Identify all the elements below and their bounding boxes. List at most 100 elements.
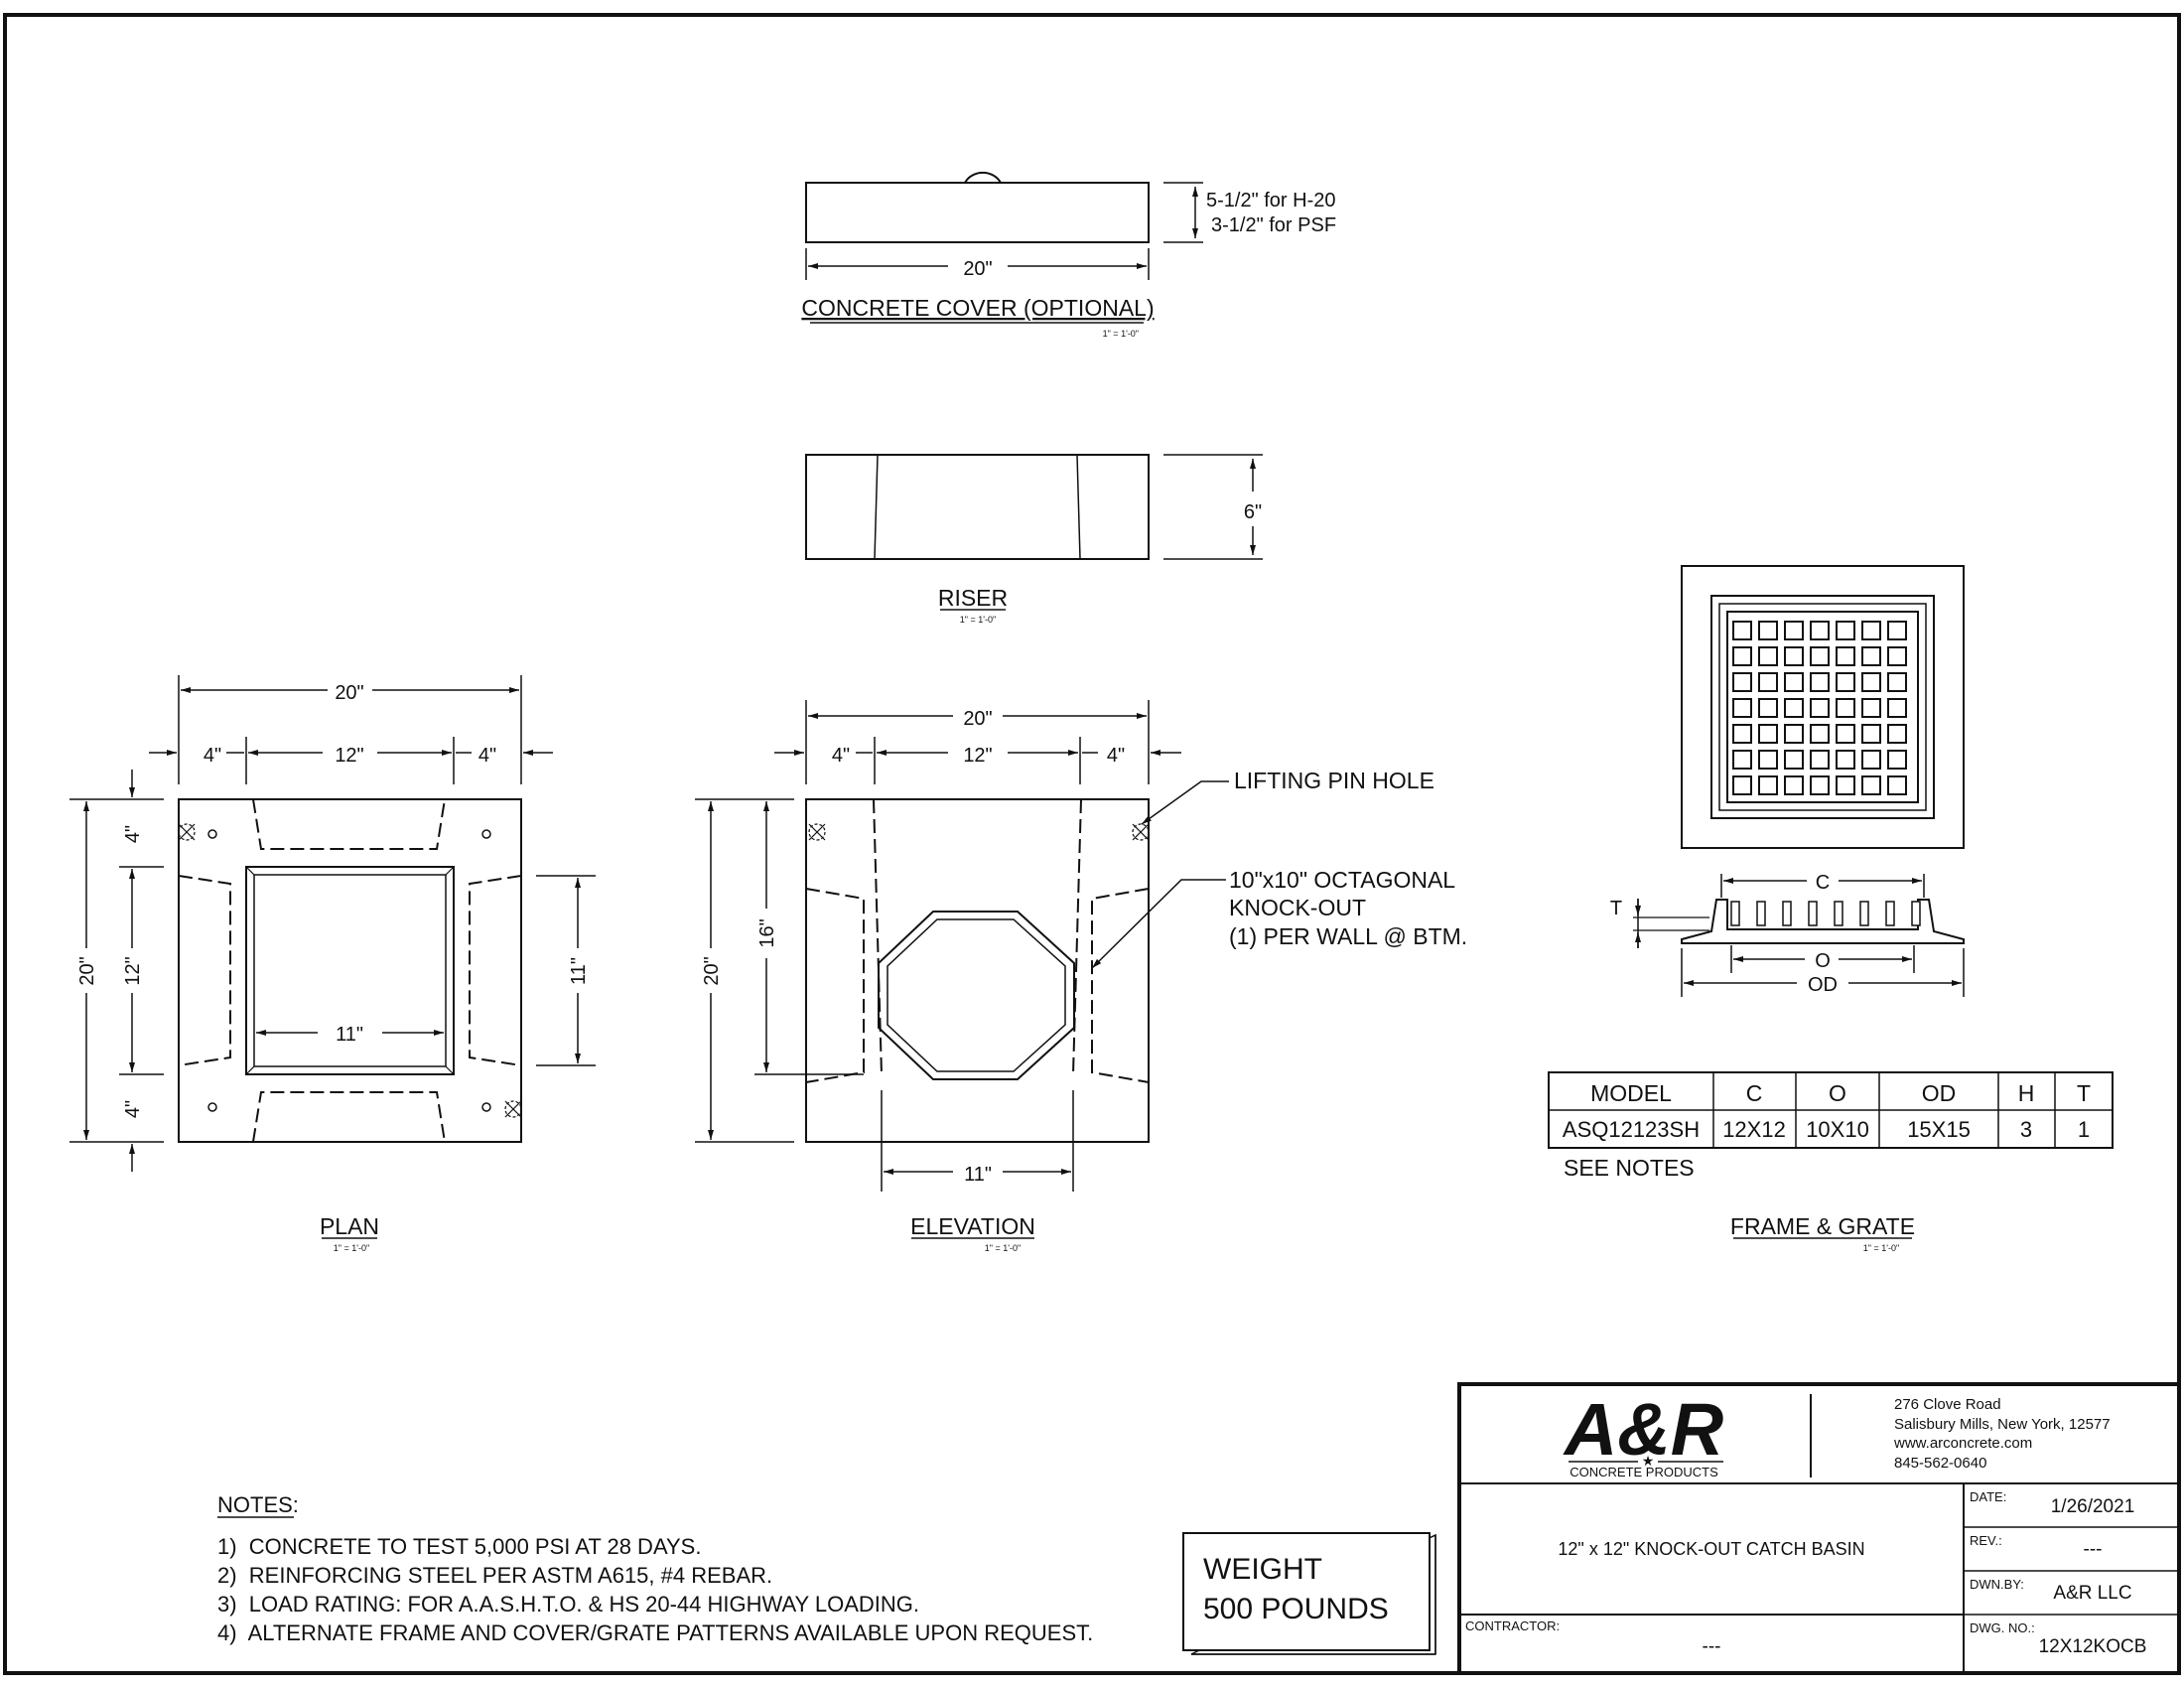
elevation-dim-overall-height: 20" [701,956,723,985]
company-phone: 845-562-0640 [1894,1455,1986,1472]
cover-thickness-note-2: 3-1/2" for PSF [1211,214,1336,236]
frame-grate-scale: 1" = 1'-0" [1863,1243,1899,1253]
note-4: 4) ALTERNATE FRAME AND COVER/GRATE PATTE… [217,1620,1093,1645]
grate-opening [1810,646,1830,666]
plan-dim-right-wall: 4" [478,745,496,767]
plan-dim-opening: 11" [336,1024,363,1046]
grate-opening [1887,750,1907,770]
callout-knockout-line1: 10"x10" OCTAGONAL [1229,867,1455,893]
rev-label: REV.: [1970,1533,2002,1548]
grate-bar [1782,901,1792,926]
grate-opening [1732,646,1752,666]
grate-opening [1810,621,1830,640]
grate-opening [1810,672,1830,692]
address-line-1: 276 Clove Road [1894,1396,2001,1413]
see-notes: SEE NOTES [1564,1155,1695,1181]
weight-line2: 500 POUNDS [1203,1593,1389,1625]
elevation-title: ELEVATION [910,1213,1035,1239]
grate-bar [1756,901,1766,926]
plan-dim-knockout-right: 11" [568,957,590,985]
table-cell-o: 10X10 [1806,1117,1869,1142]
table-cell-model: ASQ12123SH [1563,1117,1700,1142]
dwnby-value: A&R LLC [2053,1583,2131,1604]
dwgno-label: DWG. NO.: [1970,1620,2035,1635]
elevation-dim-inner-height: 16" [756,918,778,947]
callout-lifting-pin-hole: LIFTING PIN HOLE [1234,768,1434,793]
grate-opening [1887,646,1907,666]
plan-view: 20" 4" 12" 4" 20" 4" 12" 4" 11" [69,675,596,1253]
drawing-title: 12" x 12" KNOCK-OUT CATCH BASIN [1558,1539,1864,1559]
sheet-border [3,13,2181,1675]
plan-scale: 1" = 1'-0" [334,1243,369,1253]
table-header-od: OD [1922,1080,1957,1106]
grate-opening [1836,775,1855,795]
note-1: 1) CONCRETE TO TEST 5,000 PSI AT 28 DAYS… [217,1534,701,1559]
grate-opening [1861,775,1881,795]
plan-dim-center: 12" [335,745,363,767]
grate-opening [1887,621,1907,640]
frame-section [1681,899,1965,944]
grate-opening [1810,724,1830,744]
grate-opening [1861,724,1881,744]
frame-dim-o: O [1815,950,1831,972]
table-cell-t: 1 [2078,1117,2090,1142]
weight-line1: WEIGHT [1203,1553,1322,1586]
grate-opening [1887,698,1907,718]
title-block: A&R ★ CONCRETE PRODUCTS 276 Clove Road S… [1457,1382,2181,1675]
grate-opening [1784,646,1804,666]
table-header-c: C [1746,1080,1763,1106]
plan-title: PLAN [320,1213,379,1239]
dwgno-value: 12X12KOCB [2039,1636,2147,1657]
cover-lift-knob [964,171,1002,184]
grate-opening [1861,646,1881,666]
frame-grate-title: FRAME & GRATE [1730,1213,1915,1239]
frame-outer [1681,565,1965,849]
table-cell-h: 3 [2020,1117,2032,1142]
grate-bar [1885,901,1895,926]
table-header-o: O [1829,1080,1846,1106]
grate-bar [1911,901,1921,926]
rev-value: --- [2084,1539,2103,1560]
grate-opening [1732,698,1752,718]
note-2: 2) REINFORCING STEEL PER ASTM A615, #4 R… [217,1563,772,1588]
grate-opening [1758,750,1778,770]
cover-width-dim: 20" [963,258,992,280]
grate-opening [1784,672,1804,692]
grate-opening [1784,724,1804,744]
grate-opening [1836,621,1855,640]
grate-opening [1784,621,1804,640]
grate-opening [1836,646,1855,666]
grate-opening [1810,698,1830,718]
elevation-dim-center: 12" [963,745,992,767]
plan-dim-overall-height: 20" [76,956,98,985]
riser-view: 6" RISER 1" = 1'-0" [805,454,1263,625]
callout-knockout-line2: KNOCK-OUT [1229,895,1366,920]
riser-height-dim: 6" [1244,501,1262,523]
frame-dim-t: T [1610,898,1622,919]
date-label: DATE: [1970,1489,2006,1504]
grate-bar [1730,901,1740,926]
grate-opening [1758,672,1778,692]
grate-opening [1861,621,1881,640]
plan-knockout-bottom [252,1091,446,1143]
grate-opening [1732,621,1752,640]
grate-opening [1784,698,1804,718]
riser-body [805,454,1150,560]
elevation-dim-left-wall: 4" [832,745,850,767]
date-value: 1/26/2021 [2051,1496,2135,1517]
grate-opening [1836,724,1855,744]
dwnby-label: DWN.BY: [1970,1577,2024,1592]
plan-dim-bottom-wall: 4" [122,1100,144,1118]
frame-dim-od: OD [1808,974,1838,996]
elevation-outline [805,798,1150,1143]
elevation-dim-right-wall: 4" [1107,745,1125,767]
cover-thickness-note-1: 5-1/2" for H-20 [1206,190,1336,211]
company-website: www.arconcrete.com [1893,1435,2032,1452]
notes-heading: NOTES: [217,1492,299,1517]
table-header-t: T [2077,1080,2091,1106]
grate-opening [1758,621,1778,640]
logo-star: ★ [1642,1453,1655,1469]
grate-opening [1758,646,1778,666]
grate-opening [1836,672,1855,692]
elevation-scale: 1" = 1'-0" [985,1243,1021,1253]
